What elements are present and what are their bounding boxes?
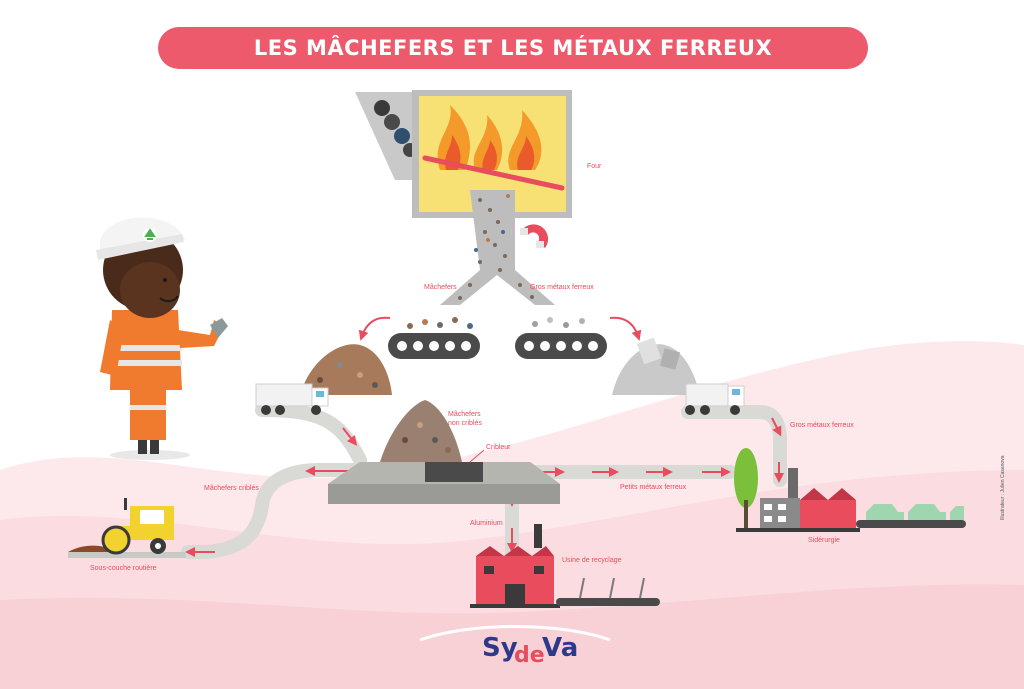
flow-arrows xyxy=(185,417,784,557)
label-machefers-cribles: Mâchefers criblés xyxy=(204,485,259,492)
cribleur-pointer xyxy=(469,449,485,463)
steelworks xyxy=(734,448,966,532)
truck-left xyxy=(255,383,329,415)
label-gros-metaux-top: Gros métaux ferreux xyxy=(530,284,594,291)
recycling-factory xyxy=(470,524,660,608)
conveyor-right xyxy=(515,317,607,359)
label-machefers-non-cribles: Mâchefers non criblés xyxy=(448,411,482,427)
worker xyxy=(96,217,228,460)
metal-pile-right xyxy=(612,337,700,395)
label-usine-recyclage: Usine de recyclage xyxy=(562,557,622,564)
label-sous-couche: Sous-couche routière xyxy=(90,565,157,572)
illustrator-credit: Illustrateur : Julien Casanova xyxy=(1000,455,1006,520)
svg-text:de: de xyxy=(514,643,545,668)
ash-particles xyxy=(458,194,534,300)
truck-right xyxy=(685,383,745,415)
label-machefers: Mâchefers xyxy=(424,284,457,291)
label-four: Four xyxy=(587,163,602,170)
slag-pile-left xyxy=(300,344,392,395)
conveyor-left xyxy=(388,317,480,359)
syndeval-logo: Sy de Val xyxy=(482,633,578,668)
title-banner: LES MÂCHEFERS ET LES MÉTAUX FERREUX xyxy=(158,27,868,69)
label-petits-metaux: Petits métaux ferreux xyxy=(620,484,687,491)
poster-title: LES MÂCHEFERS ET LES MÉTAUX FERREUX xyxy=(253,36,773,60)
svg-text:Val: Val xyxy=(542,633,578,663)
arrow-to-right-pile xyxy=(609,316,642,341)
screener xyxy=(328,400,560,504)
label-siderurgie: Sidérurgie xyxy=(808,537,840,544)
label-cribleur: Cribleur xyxy=(486,444,511,451)
magnet-icon xyxy=(520,224,549,248)
arrow-to-left-pile xyxy=(358,316,391,341)
road-roller xyxy=(68,498,186,558)
svg-text:Sy: Sy xyxy=(482,633,518,663)
furnace xyxy=(355,90,572,305)
green-cars xyxy=(866,504,964,520)
recycle-icon xyxy=(143,228,157,242)
label-gros-metaux-right: Gros métaux ferreux xyxy=(790,422,854,429)
label-aluminium: Aluminium xyxy=(470,520,503,527)
